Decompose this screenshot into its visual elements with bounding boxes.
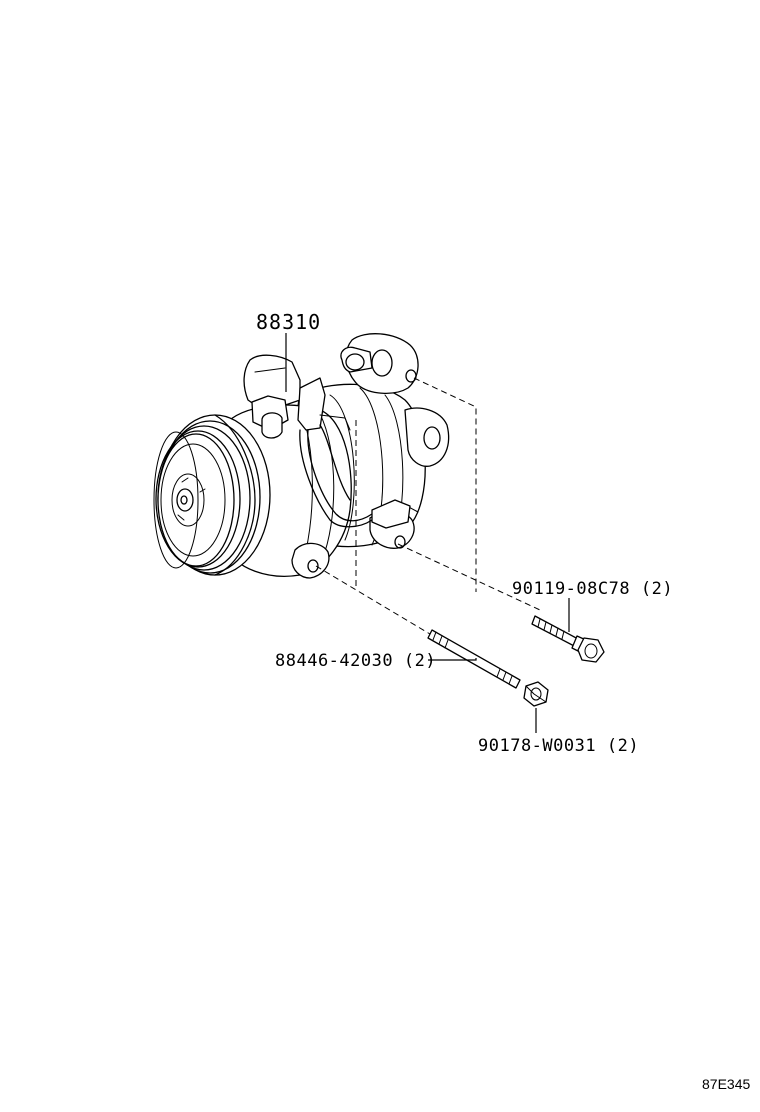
nut-part-label: 90178-W0031 (2) — [478, 736, 639, 756]
bolt-part-label: 90119-08C78 (2) — [512, 579, 673, 599]
stud-illustration — [427, 629, 521, 689]
nut-quantity: (2) — [607, 736, 639, 756]
stud-part-number: 88446-42030 — [275, 651, 393, 671]
nut-illustration — [523, 681, 549, 707]
compressor-illustration — [153, 333, 450, 579]
bolt-quantity: (2) — [641, 579, 673, 599]
bolt-illustration — [531, 615, 605, 663]
diagram-code: 87E345 — [702, 1076, 750, 1092]
leader-lines — [285, 333, 570, 733]
stud-quantity: (2) — [404, 651, 436, 671]
stud-part-label: 88446-42030 (2) — [275, 651, 436, 671]
bolt-part-number: 90119-08C78 — [512, 579, 630, 599]
compressor-part-number: 88310 — [256, 310, 321, 334]
alignment-lines — [315, 377, 541, 641]
nut-part-number: 90178-W0031 — [478, 736, 596, 756]
